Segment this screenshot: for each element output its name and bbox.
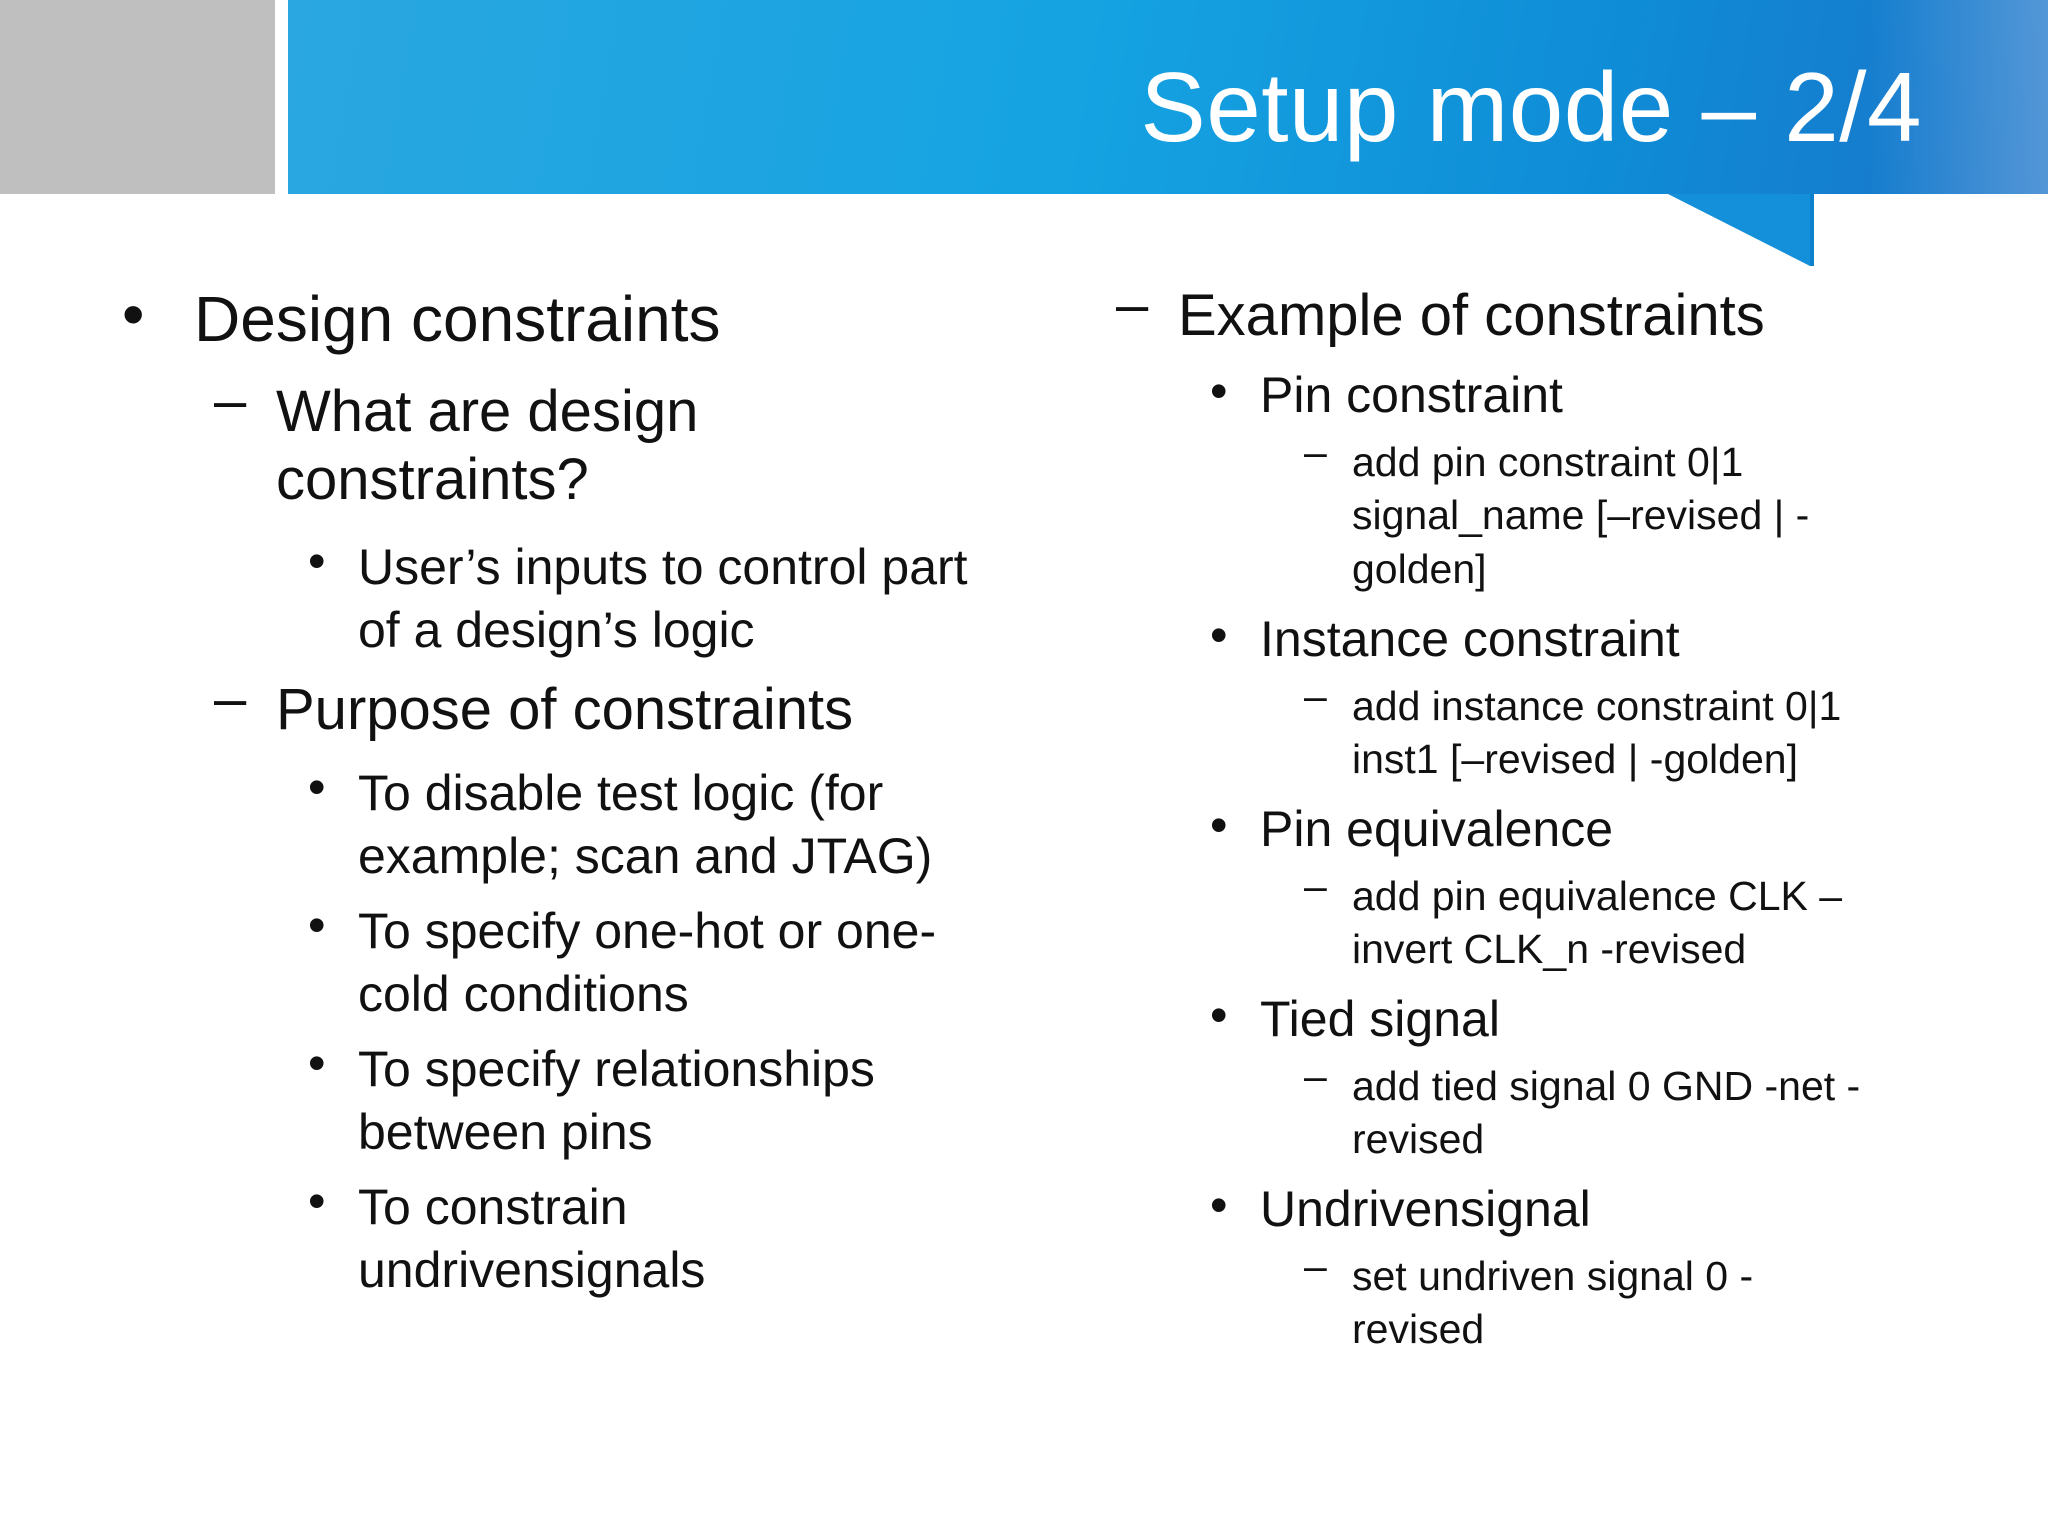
- bullet-line: undrivensignals: [358, 1242, 706, 1298]
- header-callout-tail: [1668, 194, 1814, 266]
- left-sub1-line2: constraints?: [276, 447, 589, 513]
- right-item-label: Undrivensignal: [1260, 1181, 1591, 1237]
- command-line: add tied signal 0 GND -net -: [1352, 1063, 1861, 1109]
- command-line: set undriven signal 0 -: [1352, 1253, 1754, 1299]
- right-item-label: Pin constraint: [1260, 367, 1563, 423]
- left-sub1-line1: What are design: [276, 379, 699, 444]
- bullet-marker: •: [308, 1035, 326, 1091]
- command-line: invert CLK_n -revised: [1352, 926, 1747, 973]
- dash-marker: –: [1116, 272, 1149, 337]
- bullet-line: To specify relationships: [358, 1041, 875, 1097]
- header-gray-block: [0, 0, 275, 194]
- dash-marker: –: [1304, 1053, 1327, 1099]
- bullet-line: To constrain: [358, 1179, 628, 1235]
- left-sub2-text: Purpose of constraints: [276, 677, 854, 742]
- command-line: add pin equivalence CLK –: [1352, 873, 1843, 919]
- bullet-line: between pins: [358, 1104, 653, 1160]
- dash-marker: –: [1304, 863, 1327, 909]
- bullet-marker: •: [308, 759, 326, 815]
- bullet-line: of a design’s logic: [358, 602, 755, 658]
- header-band: [288, 0, 2048, 194]
- bullet-line: cold conditions: [358, 966, 689, 1022]
- bullet-marker: •: [308, 897, 326, 953]
- bullet-line: To disable test logic (for: [358, 765, 884, 821]
- bullet-marker: •: [1210, 363, 1228, 419]
- bullet-marker: •: [1210, 607, 1228, 663]
- dash-marker: –: [1304, 673, 1327, 719]
- dash-marker: –: [214, 368, 247, 433]
- command-line: inst1 [–revised | -golden]: [1352, 736, 1798, 783]
- bullet-marker: •: [1210, 987, 1228, 1043]
- bullet-marker: •: [1210, 797, 1228, 853]
- bullet-marker: •: [308, 1173, 326, 1229]
- dash-marker: –: [1304, 429, 1327, 475]
- bullet-line: example; scan and JTAG): [358, 828, 933, 884]
- right-item-label: Instance constraint: [1260, 611, 1680, 667]
- command-line: add pin constraint 0|1: [1352, 439, 1744, 485]
- right-heading-text: Example of constraints: [1178, 283, 1765, 348]
- bullet-marker: •: [1210, 1177, 1228, 1233]
- right-item-label: Tied signal: [1260, 991, 1500, 1047]
- command-line: add instance constraint 0|1: [1352, 683, 1842, 729]
- dash-marker: –: [1304, 1243, 1327, 1289]
- dash-marker: –: [214, 666, 247, 731]
- slide-title: Setup mode – 2/4: [1140, 52, 1922, 162]
- bullet-line: To specify one-hot or one-: [358, 903, 937, 959]
- bullet-marker: •: [308, 533, 326, 589]
- command-line: signal_name [–revised | -: [1352, 492, 1810, 539]
- right-item-label: Pin equivalence: [1260, 801, 1614, 857]
- left-heading-text: Design constraints: [194, 283, 721, 355]
- bullet-marker: •: [122, 278, 145, 350]
- bullet-line: User’s inputs to control part: [358, 539, 968, 595]
- command-line: golden]: [1352, 545, 1487, 592]
- command-line: revised: [1352, 1116, 1485, 1163]
- command-line: revised: [1352, 1306, 1485, 1353]
